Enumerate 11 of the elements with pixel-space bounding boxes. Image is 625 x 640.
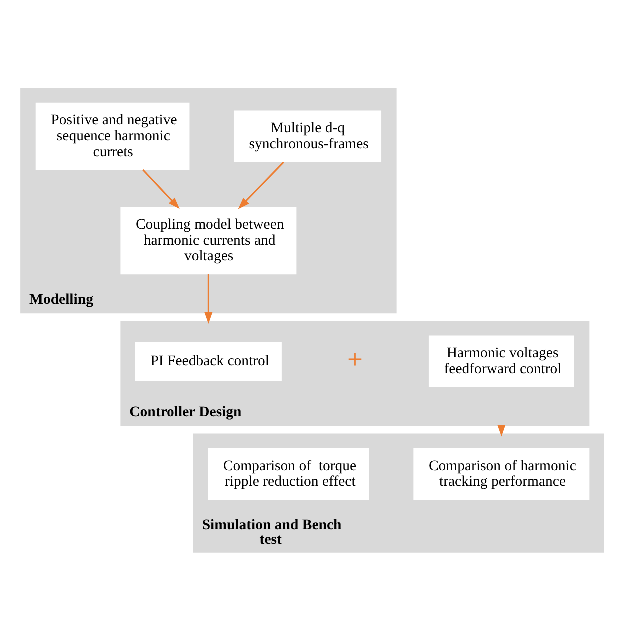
arrow bbox=[238, 161, 284, 209]
arrow bbox=[204, 274, 213, 324]
node-box: Harmonic voltages feedforward control bbox=[428, 335, 574, 387]
node-box: PI Feedback control bbox=[135, 342, 282, 381]
node-box: Comparison of torque ripple reduction effect bbox=[208, 448, 370, 500]
node-box: Comparison of harmonic tracking performance bbox=[414, 448, 590, 500]
node-box: Coupling model between harmonic currents and voltages bbox=[120, 206, 297, 274]
node-box: Multiple d-q synchronous-frames bbox=[234, 110, 382, 162]
label: + bbox=[347, 344, 363, 374]
node-box: Positive and negative sequence harmonic currets bbox=[36, 102, 190, 170]
arrow bbox=[142, 168, 180, 209]
